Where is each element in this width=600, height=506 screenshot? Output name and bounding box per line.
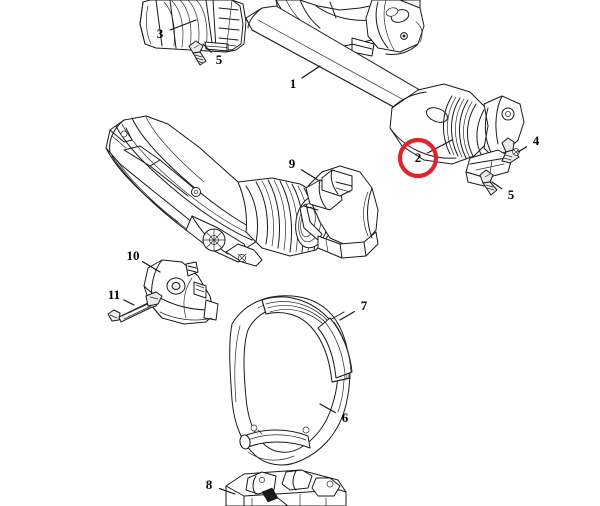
callout-number-5: 5 bbox=[216, 52, 223, 67]
callout-number-7: 7 bbox=[361, 298, 368, 313]
callout-leader-5b bbox=[491, 181, 503, 190]
part-shaft-body-assembly bbox=[105, 115, 271, 267]
callout-leader-lines bbox=[123, 19, 528, 495]
callout-leader-2 bbox=[427, 139, 453, 154]
callout-number-10: 10 bbox=[127, 248, 140, 263]
callout-leader-5 bbox=[202, 43, 212, 53]
callout-number-11: 11 bbox=[108, 287, 120, 302]
callout-number-3: 3 bbox=[157, 26, 164, 41]
part-shaft-coupler bbox=[389, 83, 525, 187]
highlight-annotation-circle bbox=[397, 137, 439, 179]
callout-leader-9 bbox=[300, 169, 319, 181]
part-screw-right-lower bbox=[479, 169, 498, 196]
part-handle-clamp-block bbox=[225, 469, 347, 506]
callout-leader-6 bbox=[319, 403, 336, 414]
part-bracket bbox=[143, 259, 219, 325]
callout-leader-7 bbox=[339, 310, 356, 321]
part-shield-guard bbox=[299, 165, 379, 259]
callout-leader-1 bbox=[301, 65, 321, 79]
part-long-bolt bbox=[107, 291, 163, 323]
callout-number-5b: 5 bbox=[508, 187, 515, 202]
callout-leader-8 bbox=[218, 488, 236, 495]
part-screw-upper-left bbox=[188, 40, 207, 66]
callout-labels: 1 2 3 4 5 5 6 7 8 9 10 11 bbox=[108, 26, 540, 492]
callout-number-2: 2 bbox=[415, 150, 422, 165]
callout-number-1: 1 bbox=[290, 76, 297, 91]
callout-leader-3 bbox=[169, 19, 197, 31]
part-screw-right-upper bbox=[501, 137, 520, 164]
callout-leader-10 bbox=[141, 261, 161, 273]
part-engine-cover bbox=[139, 0, 247, 53]
part-loop-handle bbox=[229, 295, 353, 466]
callout-number-6: 6 bbox=[342, 410, 349, 425]
callout-number-9: 9 bbox=[289, 156, 296, 171]
callout-leader-11 bbox=[123, 299, 135, 306]
callout-number-8: 8 bbox=[206, 477, 213, 492]
callout-leader-4 bbox=[517, 146, 528, 153]
callout-number-4: 4 bbox=[533, 133, 540, 148]
